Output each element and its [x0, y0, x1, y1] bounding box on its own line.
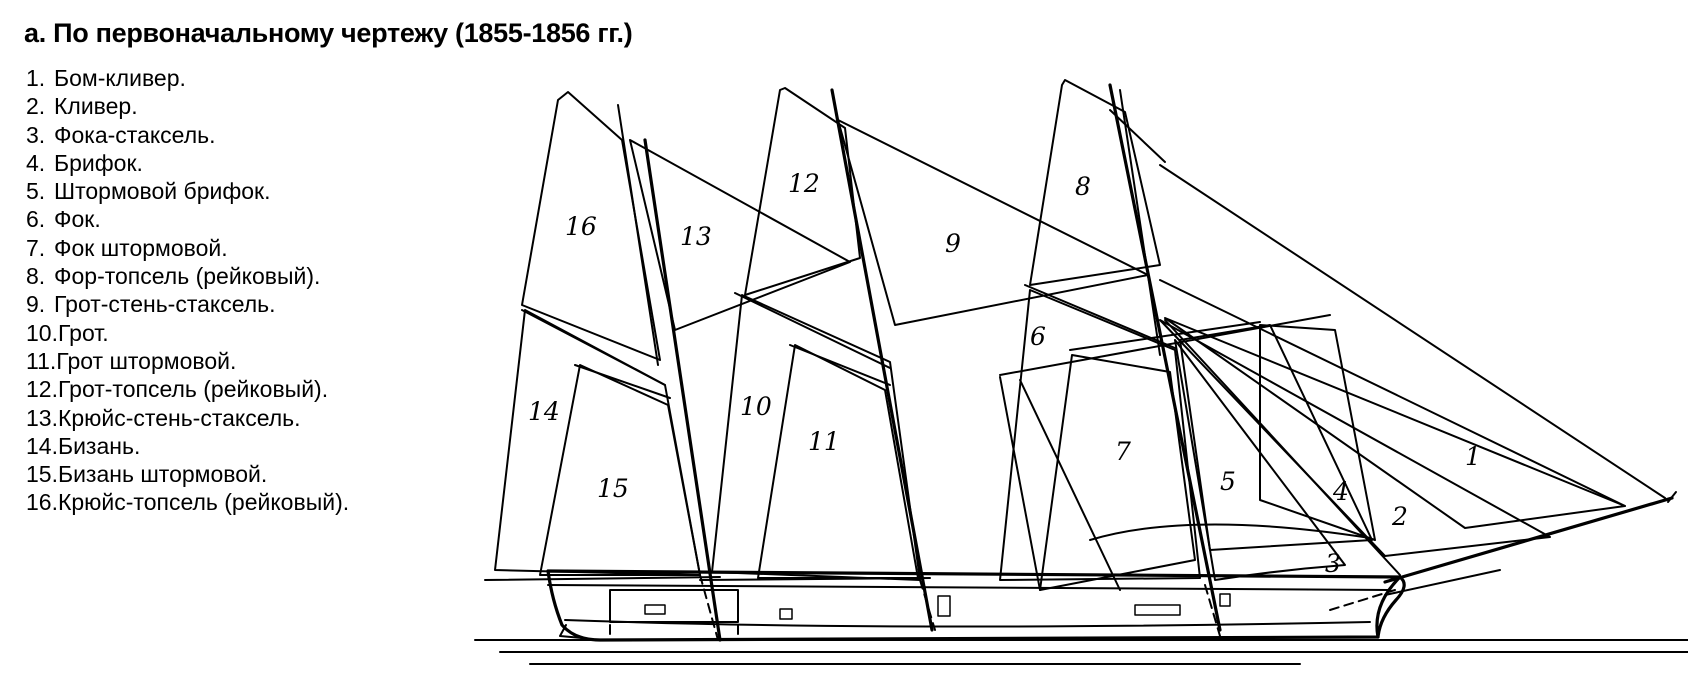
sail-7-yard — [1069, 321, 1261, 351]
sail-label-3: 3 — [1325, 549, 1341, 578]
sail-12-yard — [734, 292, 891, 369]
stem — [1376, 575, 1406, 639]
sail-label-13: 13 — [680, 222, 712, 251]
legend-item-4: 4.Брифок. — [26, 149, 143, 176]
sail-label-11: 11 — [808, 427, 840, 456]
mizzen-mast — [643, 138, 722, 642]
deck-hatch — [644, 604, 666, 615]
sail-14-boom — [484, 576, 721, 581]
deck-hatch — [1134, 604, 1181, 616]
legend-item-14: 14.Бизань. — [26, 432, 141, 459]
sail-label-15: 15 — [597, 474, 629, 503]
legend-item-15: 15.Бизань штормовой. — [26, 461, 268, 488]
bowsprit-dash — [1329, 589, 1396, 611]
legend-item-8: 8.Фор-топсель (рейковый). — [26, 263, 321, 290]
sail-12-outline — [744, 87, 861, 296]
mizzen-mast-dash — [699, 574, 719, 641]
sail-7-foot — [1089, 523, 1371, 541]
legend-item-13: 13.Крюйс-стень-стаксель. — [26, 404, 301, 431]
fore-yard-lower — [999, 376, 1041, 591]
fore-mast — [1108, 83, 1222, 632]
deck-hatch — [779, 608, 793, 620]
figure-title: а. По первоначальному чертежу (1855-1856… — [24, 18, 633, 48]
sail-1-outline — [1164, 317, 1626, 529]
legend-item-6: 6.Фок. — [26, 206, 101, 233]
sail-label-1: 1 — [1465, 442, 1481, 471]
legend-item-1: 1.Бом-кливер. — [26, 65, 186, 91]
fore-lower-leech — [1019, 379, 1121, 591]
legend-item-16: 16.Крюйс-топсель (рейковый). — [26, 489, 350, 516]
sail-label-4: 4 — [1332, 477, 1349, 506]
aft-deckhouse — [609, 589, 739, 623]
sail-label-8: 8 — [1075, 172, 1091, 201]
sheer-line — [547, 584, 1391, 591]
legend-item-9: 9.Грот-стень-стаксель. — [26, 291, 276, 318]
sail-13-outline — [629, 139, 851, 331]
sail-6-outline — [999, 289, 1201, 581]
legend-item-3: 3.Фока-стаксель. — [26, 121, 216, 148]
sail-label-14: 14 — [528, 397, 560, 426]
sail-8-outline — [1029, 79, 1161, 286]
sail-label-10: 10 — [740, 392, 772, 421]
deck-hatch — [1219, 593, 1231, 607]
legend-item-12: 12.Грот-топсель (рейковый). — [26, 376, 329, 403]
fore-topmast-stay — [1159, 279, 1626, 507]
fore-mast-dash — [1204, 584, 1221, 637]
jib-stay — [1164, 319, 1401, 576]
sail-3-outline — [1174, 339, 1346, 581]
hull-outline — [546, 569, 1402, 642]
rudder — [559, 624, 583, 639]
sail-legend: 1.Бом-кливер. 2.Кливер. 3.Фока-стаксель.… — [26, 64, 349, 517]
sail-label-7: 7 — [1115, 437, 1131, 466]
fore-topsail-gaff — [1109, 109, 1166, 163]
legend-item-5: 5.Штормовой брифок. — [26, 178, 271, 205]
sail-9-outline — [837, 119, 1149, 326]
legend-item-10: 10.Грот. — [26, 319, 109, 346]
sail-label-5: 5 — [1220, 467, 1236, 496]
sail-5-outline — [1179, 324, 1373, 551]
mast-step — [937, 595, 951, 617]
forestay — [1159, 164, 1666, 499]
legend-item-7: 7.Фок штормовой. — [26, 234, 228, 261]
hull-keel-line — [564, 619, 1371, 628]
sail-11-outline — [757, 344, 919, 579]
sail-label-2: 2 — [1391, 502, 1408, 531]
sail-14-outline — [494, 309, 701, 576]
sail-7-outline — [1039, 354, 1196, 591]
main-mast-dash — [919, 579, 936, 631]
fore-topmast — [1119, 89, 1161, 356]
bowsprit-tip — [1667, 491, 1677, 503]
sail-11-gaff — [789, 344, 891, 386]
sail-label-6: 6 — [1030, 322, 1046, 351]
main-mast — [830, 88, 934, 632]
sail-label-16: 16 — [565, 212, 597, 241]
sail-15-gaff — [574, 364, 671, 399]
sail-label-9: 9 — [945, 229, 961, 258]
legend-item-2: 2.Кливер. — [26, 93, 138, 120]
sail-16-outline — [521, 91, 661, 361]
sail-4-outline — [1259, 324, 1376, 541]
bowsprit-lower — [1384, 569, 1501, 596]
sail-15-outline — [539, 364, 701, 576]
legend-item-11: 11.Грот штормовой. — [26, 347, 237, 374]
sail-label-12: 12 — [788, 169, 820, 198]
